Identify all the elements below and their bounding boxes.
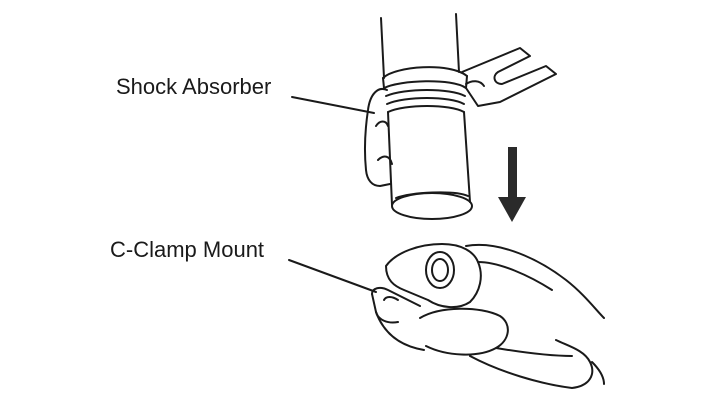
shock-absorber-shaft (380, 13, 460, 79)
clamp-mount-label: C-Clamp Mount (110, 237, 265, 262)
shock-absorber-body (382, 66, 473, 220)
clamp-mount-hand (375, 243, 605, 389)
shock-absorber-clip (461, 47, 557, 107)
shock-absorber-leader-line (291, 96, 375, 114)
down-arrow-icon (498, 147, 526, 222)
clamp-mount-leader-line (288, 259, 377, 293)
shock-absorber-label: Shock Absorber (116, 74, 272, 99)
clamp-mount (371, 243, 509, 356)
shock-absorber-hand (363, 88, 393, 187)
